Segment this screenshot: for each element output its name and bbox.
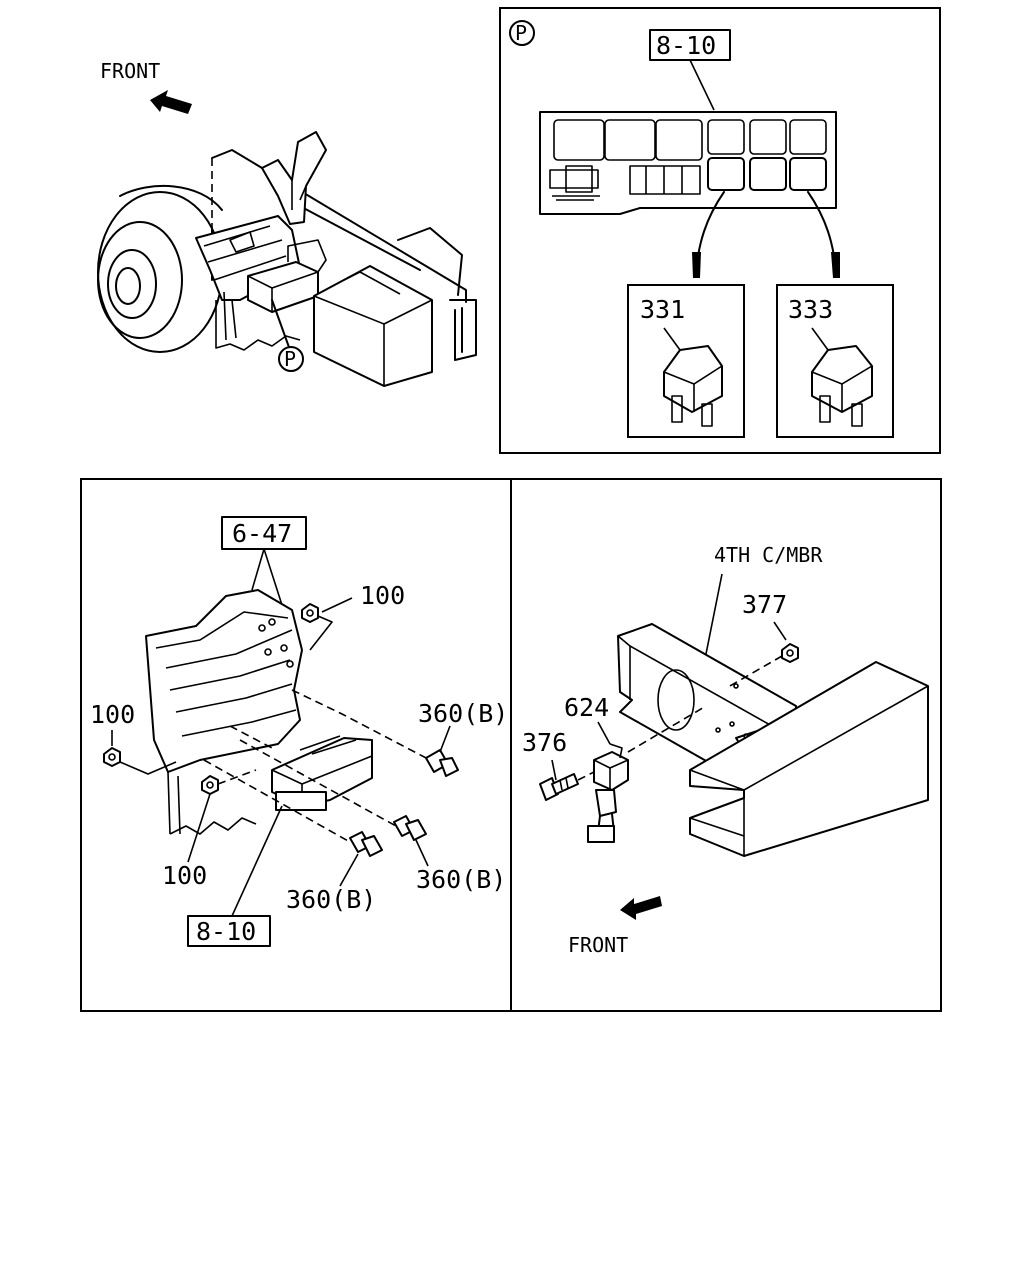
ref-box-6-47-label: 6-47: [232, 519, 292, 548]
detail-p-marker: P: [515, 21, 527, 45]
nut-100-bottom-icon: [201, 775, 219, 795]
nut-100-left-icon: [103, 747, 121, 767]
bolt-360b-lower-mid-label: 360(B): [286, 885, 376, 914]
relay-331-box: 331: [627, 284, 745, 438]
ref-box-8-10-label: 8-10: [656, 31, 716, 60]
front-arrow-icon: [150, 90, 192, 114]
nut-377-label: 377: [742, 590, 787, 619]
relay-624-label: 624: [564, 693, 609, 722]
bolt-360b-lower-mid-icon: [349, 831, 383, 857]
detail-p-panel: P 8-10 331: [499, 7, 941, 454]
bolt-360b-upper-label: 360(B): [418, 699, 508, 728]
bolt-360b-upper-icon: [425, 749, 459, 777]
front-arrow-bottom-icon: [620, 896, 662, 920]
overview-panel: FRONT: [97, 59, 477, 387]
front-label: FRONT: [100, 59, 160, 83]
detail-p-frame: [499, 7, 941, 454]
bolt-376-label: 376: [522, 728, 567, 757]
nut-100-bottom-label: 100: [162, 861, 207, 890]
bolt-360b-lower-right-label: 360(B): [416, 865, 506, 894]
wheel-drawing: [97, 185, 223, 353]
crossmember-frame: [510, 478, 942, 1012]
nut-100-left-label: 100: [90, 700, 135, 729]
detail-p-callout: P: [284, 347, 296, 371]
relay-block-drawing: [539, 111, 837, 215]
cross-member-label: 4TH C/MBR: [714, 543, 823, 567]
bolt-360b-lower-right-icon: [393, 815, 427, 841]
ref-box-8-10-bottom-label: 8-10: [196, 917, 256, 946]
bracket-panel: 6-47: [80, 478, 512, 1012]
side-rail-drawing: [689, 661, 929, 857]
crossmember-panel: 4TH C/MBR 377 624: [510, 478, 942, 1012]
bracket-drawing: [145, 589, 431, 843]
chassis-drawing: P: [195, 131, 477, 387]
nut-100-top-label: 100: [360, 581, 405, 610]
bracket-frame: [80, 478, 512, 1012]
relay-624-icon: [587, 743, 629, 843]
nut-100-top-icon: [301, 603, 319, 623]
relay-333-box: 333: [776, 284, 894, 438]
nut-377-icon: [781, 643, 799, 663]
front-label-bottom: FRONT: [568, 933, 628, 957]
relay-333-label: 333: [788, 295, 833, 324]
ref-box-8-10-bottom: [187, 915, 271, 947]
relay-331-label: 331: [640, 295, 685, 324]
bolt-376-icon: [539, 773, 579, 801]
